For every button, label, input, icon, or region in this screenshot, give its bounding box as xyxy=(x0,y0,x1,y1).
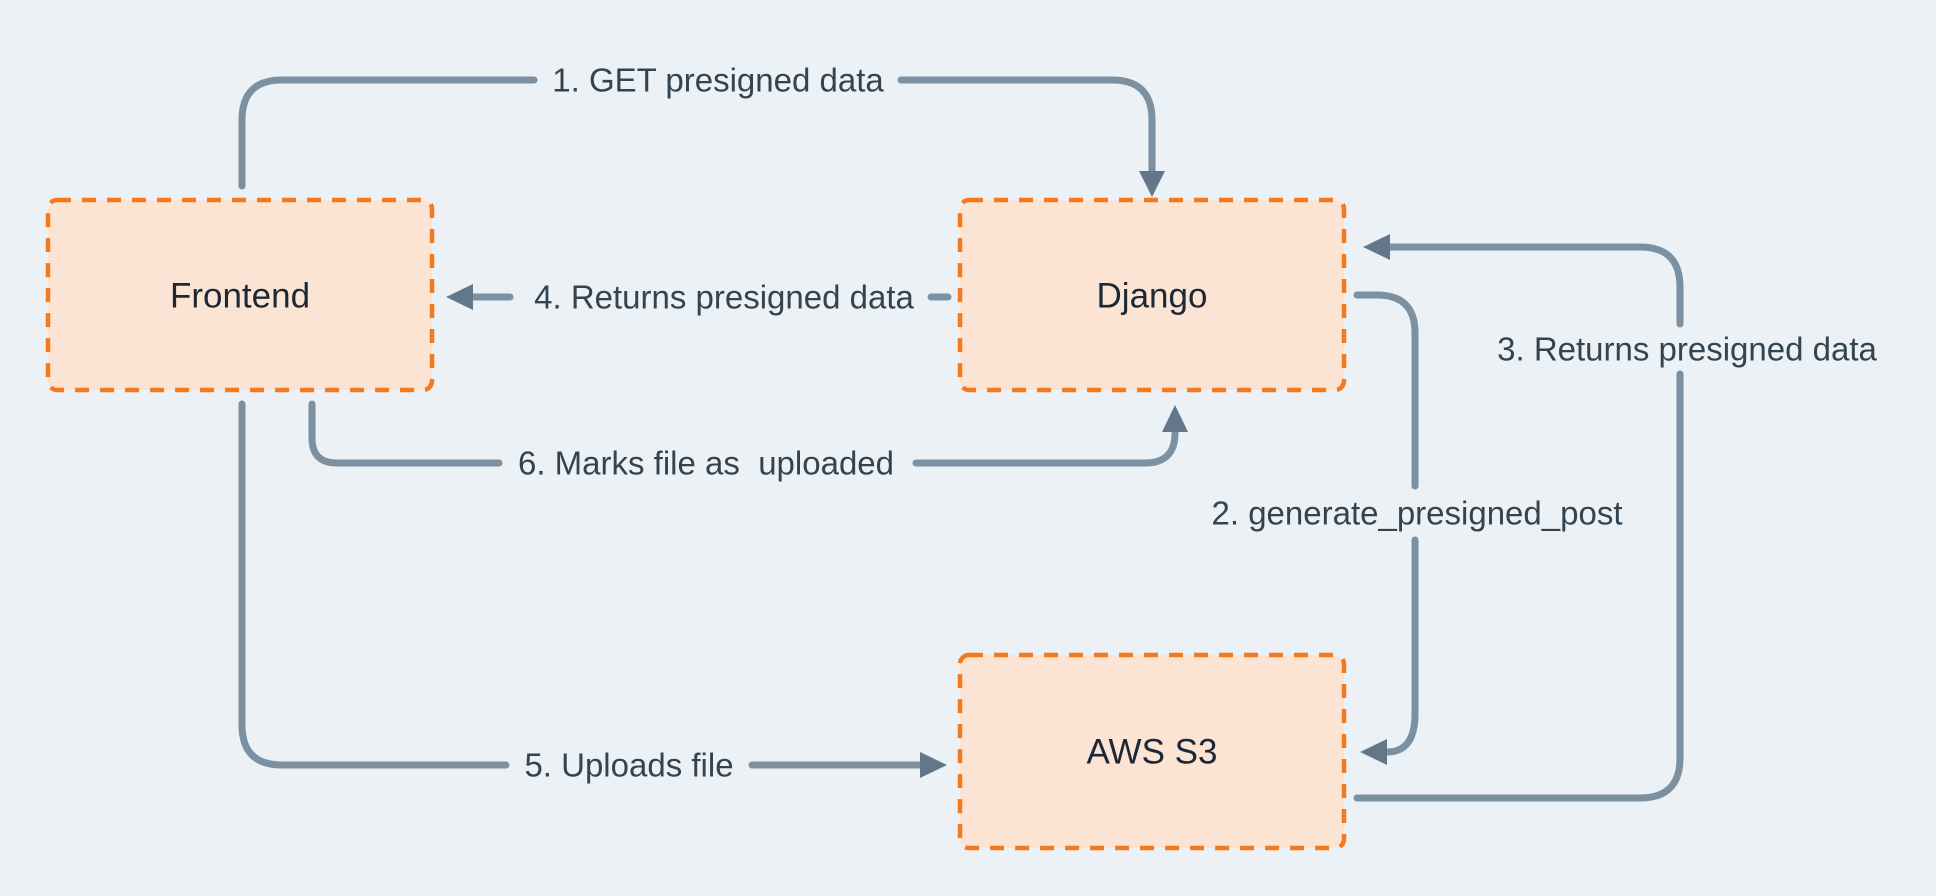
edge-5-label: 5. Uploads file xyxy=(524,747,733,784)
edge-3-label: 3. Returns presigned data xyxy=(1497,331,1877,368)
edge-6-arrowhead xyxy=(1162,405,1188,432)
edge-4-arrowhead xyxy=(446,284,473,310)
edge-6-line-start xyxy=(308,400,503,467)
aws-s3-box xyxy=(957,652,1347,851)
edge-1-label: 1. GET presigned data xyxy=(552,62,884,99)
edge-1-arrowhead xyxy=(1139,171,1165,197)
edge-1-line-start xyxy=(238,76,538,190)
aws-s3-label: AWS S3 xyxy=(1087,733,1218,772)
node-django: Django xyxy=(957,197,1347,393)
edge-3-arrowhead xyxy=(1363,234,1390,260)
edge-1-get-presigned-data: 1. GET presigned data xyxy=(238,62,1165,197)
edge-2-generate-presigned-post: 2. generate_presigned_post xyxy=(1212,291,1623,765)
edge-6-line-end xyxy=(912,429,1179,467)
edge-6-marks-file-uploaded: 6. Marks file as uploaded xyxy=(308,400,1188,482)
node-frontend: Frontend xyxy=(45,197,435,393)
frontend-box xyxy=(45,197,435,393)
django-label: Django xyxy=(1097,277,1208,316)
edge-6-label: 6. Marks file as uploaded xyxy=(518,445,894,482)
edge-2-arrowhead xyxy=(1360,739,1387,765)
node-aws-s3: AWS S3 xyxy=(957,652,1347,851)
edge-2-label: 2. generate_presigned_post xyxy=(1212,495,1623,532)
edge-1-line-end xyxy=(897,76,1156,175)
edge-3-returns-presigned-data: 3. Returns presigned data xyxy=(1353,234,1878,802)
edge-5-arrowhead xyxy=(920,752,947,778)
edge-3-line-end xyxy=(1386,243,1684,328)
edge-4-label: 4. Returns presigned data xyxy=(534,279,914,316)
django-box xyxy=(957,197,1347,393)
edge-3-line-start xyxy=(1353,370,1684,802)
edge-5-line-start xyxy=(238,400,510,769)
edge-2-line-start xyxy=(1353,291,1419,490)
edge-2-line-end xyxy=(1383,536,1419,756)
edge-4-returns-presigned-data: 4. Returns presigned data xyxy=(446,279,952,316)
edge-5-uploads-file: 5. Uploads file xyxy=(238,400,947,784)
frontend-label: Frontend xyxy=(170,277,310,316)
